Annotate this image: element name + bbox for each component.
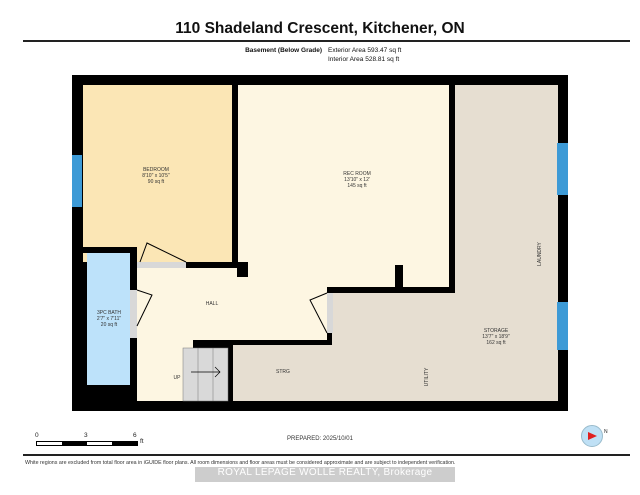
bedroom-dims: 8'10" x 10'5"	[142, 173, 170, 179]
wall	[237, 262, 248, 277]
bedroom-label: BEDROOM	[143, 167, 169, 173]
arrow-icon	[191, 366, 221, 378]
window	[72, 155, 82, 207]
bath-area: 20 sq ft	[101, 322, 118, 328]
up-label: UP	[174, 375, 182, 381]
room-rec-room	[238, 85, 449, 287]
compass-north: N	[604, 429, 608, 435]
rec-room-area: 145 sq ft	[347, 183, 367, 189]
scale-tick-0: 0	[35, 432, 39, 439]
scale-unit: ft	[140, 438, 144, 445]
footer-divider	[23, 454, 630, 456]
exterior-area: Exterior Area 593.47 sq ft	[328, 47, 402, 54]
laundry-label: LAUNDRY	[537, 241, 543, 265]
compass-icon	[581, 425, 603, 447]
header-divider	[23, 40, 630, 42]
wall	[232, 85, 238, 265]
window	[557, 143, 568, 195]
wall	[193, 340, 332, 345]
page-title: 110 Shadeland Crescent, Kitchener, ON	[175, 20, 465, 37]
storage-door[interactable]	[309, 292, 328, 334]
strg-label: STRG	[276, 369, 290, 375]
wall	[229, 345, 233, 401]
room-bath	[87, 253, 130, 385]
wall	[186, 262, 238, 268]
storage-label: STORAGE	[484, 328, 509, 334]
wall	[327, 287, 455, 293]
room-storage	[232, 85, 558, 401]
wall	[83, 385, 137, 401]
hall-label: HALL	[206, 301, 219, 307]
interior-area: Interior Area 528.81 sq ft	[328, 56, 400, 63]
brokerage-watermark: ROYAL LEPAGE WOLLE REALTY, Brokerage	[195, 467, 455, 482]
bath-door[interactable]	[136, 289, 153, 327]
scale-bar	[36, 441, 138, 446]
floor-label: Basement (Below Grade)	[245, 47, 322, 54]
storage-dims: 13'7" x 18'9"	[482, 334, 510, 340]
scale-tick-6: 6	[133, 432, 137, 439]
bedroom-area: 90 sq ft	[148, 179, 165, 185]
bath-doorway	[130, 290, 137, 338]
rec-room-dims: 13'10" x 12'	[344, 177, 370, 183]
bedroom-door[interactable]	[139, 242, 187, 263]
window	[557, 302, 568, 350]
room-bedroom	[83, 85, 232, 262]
wall	[395, 265, 403, 289]
prepared-date: PREPARED: 2025/10/01	[287, 436, 353, 442]
wall	[449, 85, 455, 293]
bath-label: 3PC BATH	[97, 310, 121, 316]
bedroom-doorway	[137, 262, 186, 268]
bath-dims: 2'7" x 7'11"	[97, 316, 121, 322]
wall	[83, 247, 137, 253]
disclaimer: White regions are excluded from total fl…	[25, 460, 456, 466]
storage-area: 162 sq ft	[486, 340, 506, 346]
utility-label: UTILITY	[424, 367, 430, 386]
stairs	[182, 347, 229, 402]
rec-room-label: REC ROOM	[343, 171, 371, 177]
storage-doorway	[327, 293, 333, 333]
scale-tick-3: 3	[84, 432, 88, 439]
